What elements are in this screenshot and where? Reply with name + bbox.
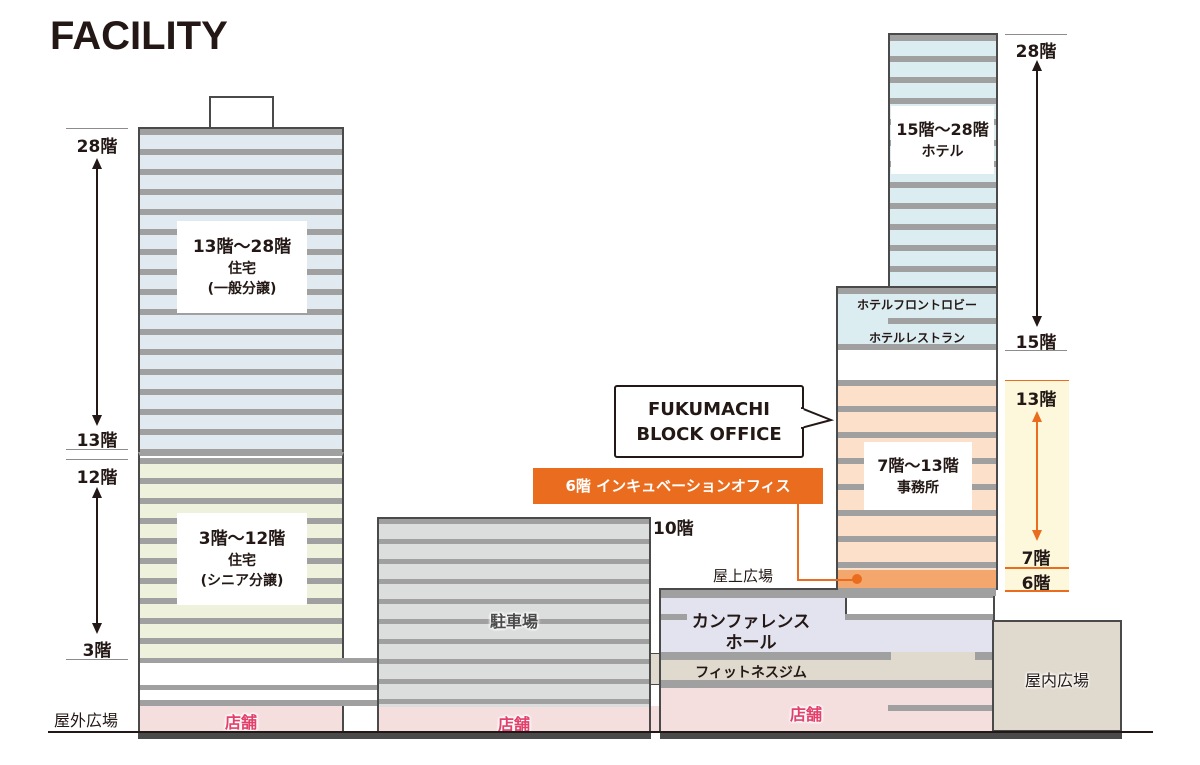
podium-shop-label: 店舗 xyxy=(789,705,822,724)
hotel-lobby-label: ホテルフロントロビー xyxy=(856,298,977,312)
conference-inner-white xyxy=(845,598,993,614)
left-tower-upper-label: 13階〜28階 住宅 (一般分譲) xyxy=(177,221,307,313)
incubation-floor xyxy=(838,570,996,588)
scale-line-12 xyxy=(66,459,128,460)
left-upper-use: 住宅 xyxy=(228,261,256,277)
incubation-leader-h xyxy=(797,579,857,581)
scale-line-r6 xyxy=(1005,590,1069,592)
arrow-shaft xyxy=(1036,70,1038,320)
fitness-label: フィットネスジム xyxy=(695,665,807,681)
right-floor-28: 28階 xyxy=(1015,42,1057,62)
foundation-left xyxy=(138,733,378,739)
arrow-up-icon xyxy=(92,487,102,498)
conference-label-1: カンファレンス xyxy=(691,612,811,632)
arrow-up-icon xyxy=(92,158,102,169)
arrow-down-icon xyxy=(1032,316,1042,327)
arrow-down-icon xyxy=(92,623,102,634)
left-floor-28: 28階 xyxy=(76,137,118,157)
hotel-label: 15階〜28階 ホテル xyxy=(891,106,994,174)
arrow-shaft xyxy=(96,168,98,418)
parking-shop xyxy=(377,707,651,732)
arrow-shaft xyxy=(96,497,98,625)
conference-label-2: ホール xyxy=(725,633,777,653)
left-tower-gap-floor xyxy=(138,452,344,462)
tower-base-floorline xyxy=(838,588,996,596)
office-label: 7階〜13階 事務所 xyxy=(864,442,972,510)
hotel-restaurant-label: ホテルレストラン xyxy=(868,331,965,345)
parking-label: 駐車場 xyxy=(489,612,538,631)
scale-line-3 xyxy=(66,659,128,660)
parking-top-floor: 10階 xyxy=(653,519,694,539)
left-upper-range: 13階〜28階 xyxy=(192,237,292,257)
fitness-light-segment xyxy=(891,652,975,660)
conference-floorline xyxy=(845,614,993,620)
conference-floorline-left xyxy=(661,614,687,620)
arrow-down-icon xyxy=(1032,530,1042,541)
office-use: 事務所 xyxy=(897,480,939,496)
fukumachi-line2: BLOCK OFFICE xyxy=(636,424,782,445)
hotel-range: 15階〜28階 xyxy=(896,120,989,139)
parking-shop-label: 店舗 xyxy=(497,715,530,734)
incubation-dot-icon xyxy=(852,574,862,584)
left-tower-lower-label: 3階〜12階 住宅 (シニア分譲) xyxy=(177,513,307,605)
foundation-right xyxy=(660,733,1122,739)
scale-line-r7 xyxy=(1005,567,1069,569)
arrow-up-icon xyxy=(1032,60,1042,71)
office-range: 7階〜13階 xyxy=(877,456,959,475)
foundation-mid xyxy=(377,733,651,739)
parking-building xyxy=(377,517,651,707)
rooftop-plaza-label: 屋上広場 xyxy=(713,567,774,585)
left-floor-12: 12階 xyxy=(76,468,118,488)
arrow-up-icon xyxy=(1032,411,1042,422)
lobby-floorline xyxy=(888,318,996,324)
scale-line-13 xyxy=(66,449,128,450)
outdoor-plaza-label: 屋外広場 xyxy=(54,711,119,730)
scale-line-r28 xyxy=(1005,34,1067,35)
ground-line xyxy=(48,731,1153,733)
left-podium-floors xyxy=(138,658,378,706)
right-floor-15: 15階 xyxy=(1015,333,1057,353)
indoor-plaza-label: 屋内広場 xyxy=(1024,671,1089,690)
right-floor-13: 13階 xyxy=(1015,390,1057,410)
fukumachi-callout xyxy=(614,385,804,458)
left-lower-range: 3階〜12階 xyxy=(198,529,286,549)
incubation-leader-v xyxy=(797,504,799,580)
left-lower-use: 住宅 xyxy=(228,553,256,569)
indoor-plaza xyxy=(992,620,1122,732)
arrow-shaft xyxy=(1036,421,1038,533)
page-title: FACILITY xyxy=(50,14,228,58)
arrow-down-icon xyxy=(92,415,102,426)
left-floor-3: 3階 xyxy=(82,641,112,661)
fukumachi-line1: FUKUMACHI xyxy=(648,399,770,420)
left-tower-shop-label: 店舗 xyxy=(224,713,257,732)
right-floor-6: 6階 xyxy=(1021,574,1051,594)
rooftop-structure xyxy=(209,96,274,129)
left-lower-detail: (シニア分譲) xyxy=(200,573,284,589)
left-upper-detail: (一般分譲) xyxy=(207,281,277,297)
incubation-office-tag: 6階 インキュベーションオフィス xyxy=(533,468,823,504)
scale-line-r15 xyxy=(1005,350,1067,351)
podium-shop-floorline xyxy=(888,705,993,711)
right-floor-7: 7階 xyxy=(1021,549,1051,569)
callout-pointer-icon xyxy=(801,406,835,430)
left-floor-13: 13階 xyxy=(76,431,118,451)
hotel-use: ホテル xyxy=(921,144,964,160)
scale-line-28 xyxy=(66,128,128,129)
left-tower-shop xyxy=(138,706,344,732)
